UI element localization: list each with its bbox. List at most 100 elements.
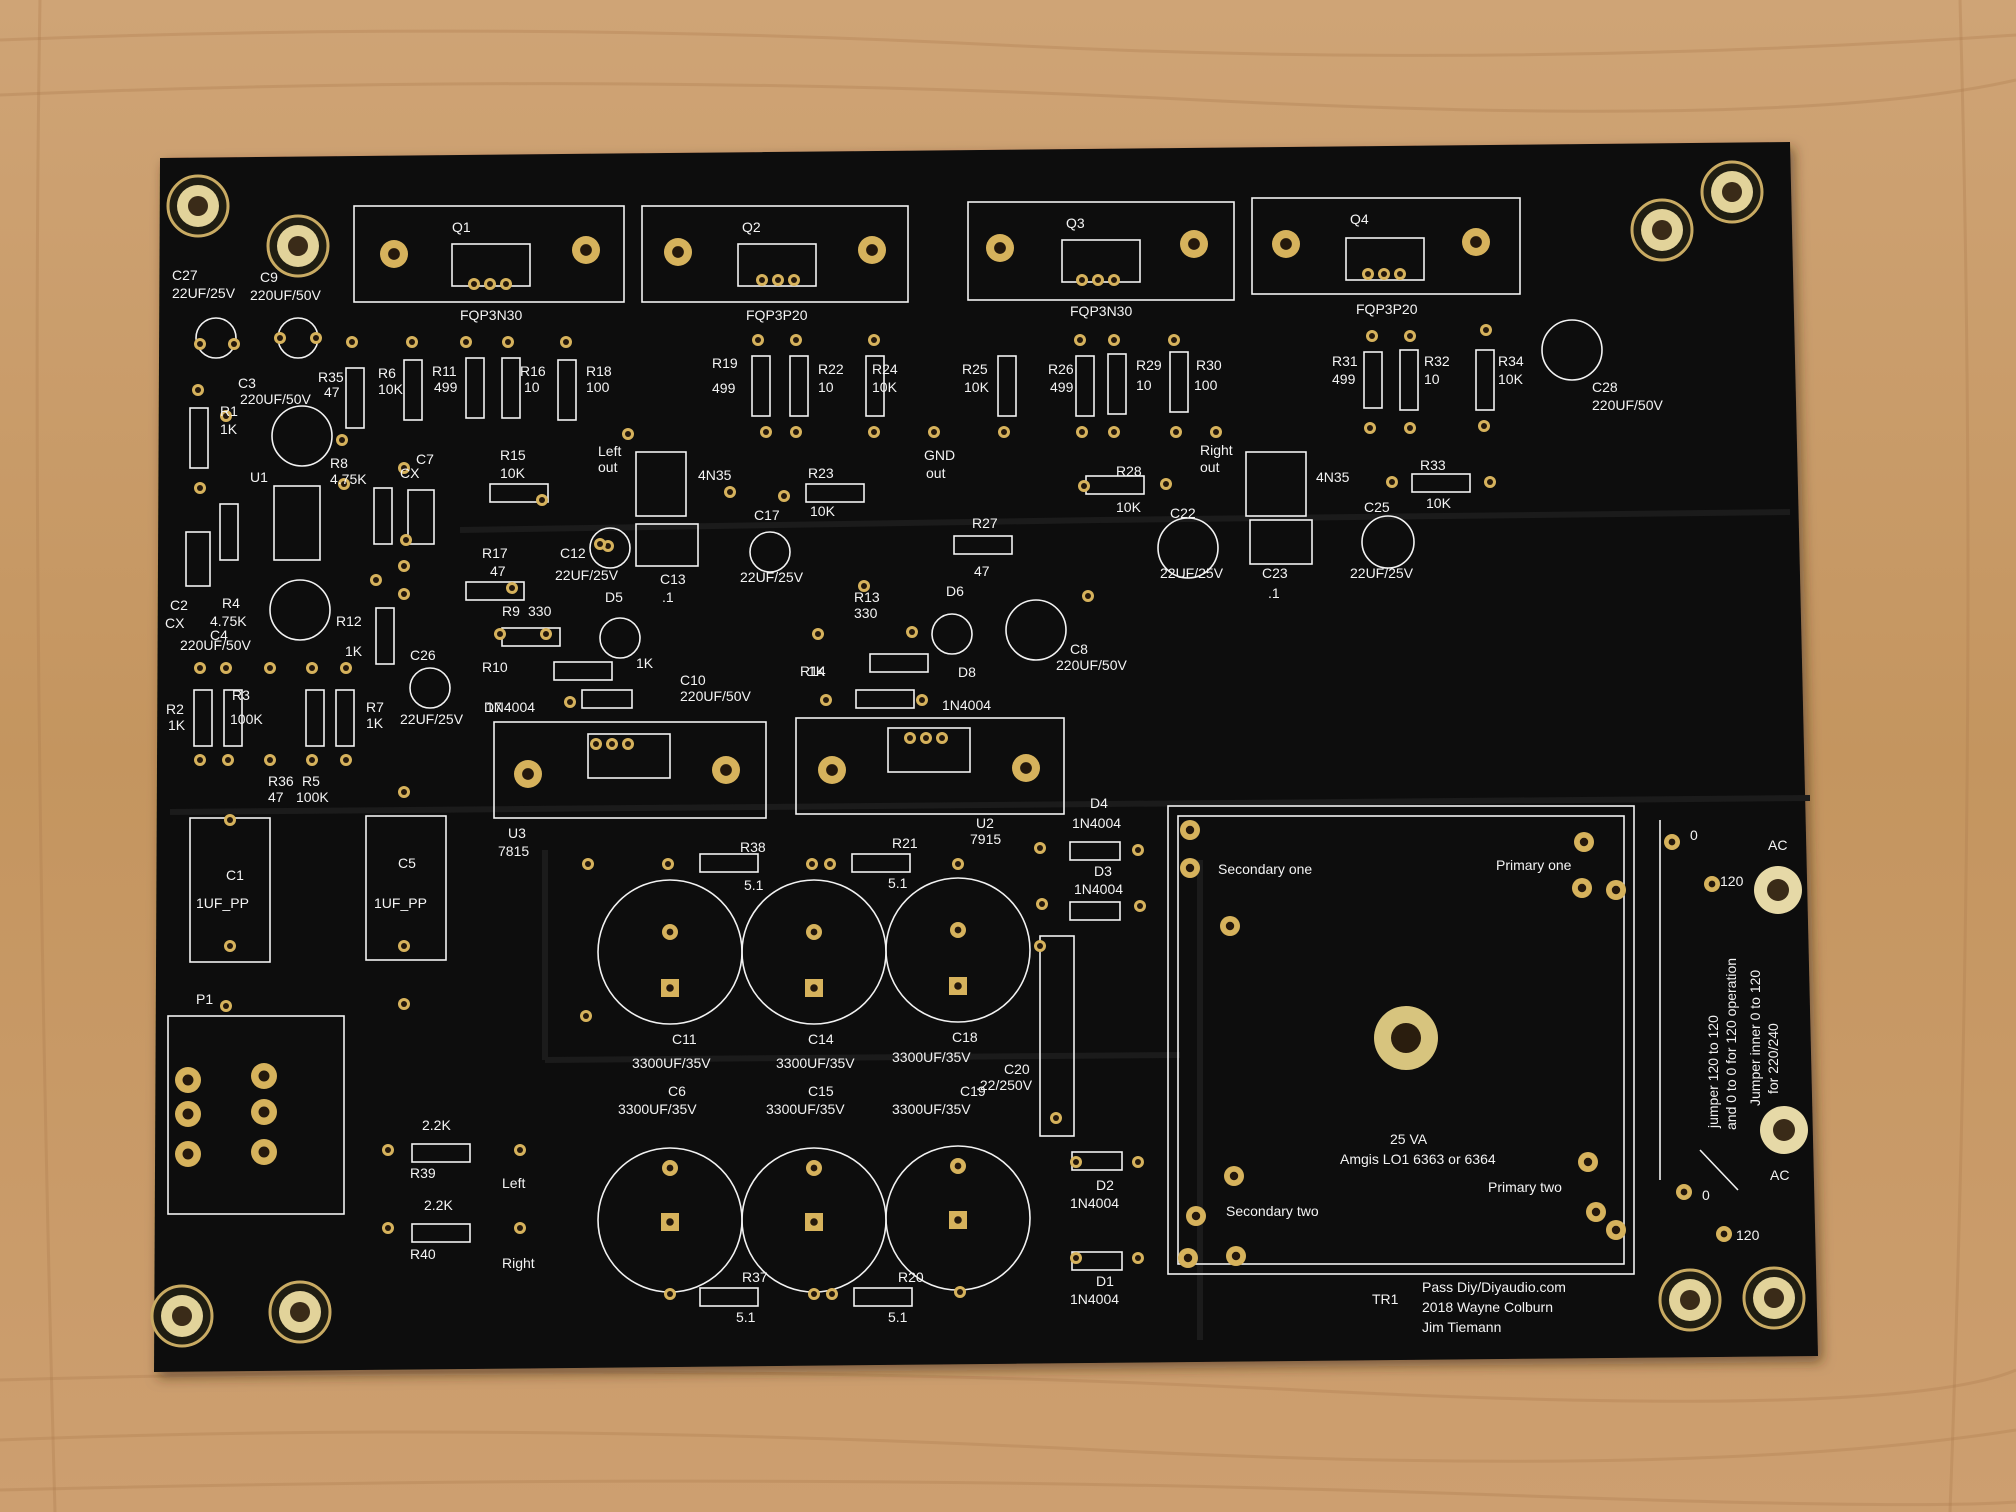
- pad-drill: [672, 246, 684, 258]
- pad-drill: [463, 339, 469, 345]
- pad-drill: [755, 337, 761, 343]
- part-label: 1N4004: [1070, 1291, 1119, 1307]
- part-label: U1: [250, 469, 268, 485]
- pad-drill: [763, 429, 769, 435]
- pad-drill: [1173, 429, 1179, 435]
- jumper-note: for 220/240: [1765, 1023, 1781, 1094]
- part-label: 22UF/25V: [1350, 565, 1414, 581]
- pad-drill: [861, 583, 867, 589]
- pad-drill: [563, 339, 569, 345]
- part-label: 220UF/50V: [250, 287, 321, 303]
- resistor-outline: [789, 355, 809, 417]
- electrolytic-cap-outline: [749, 531, 791, 573]
- mosfet-outline: [967, 201, 1235, 301]
- part-label: R28: [1116, 463, 1142, 479]
- pad-drill: [826, 764, 838, 776]
- pad-drill: [793, 429, 799, 435]
- part-label: 220UF/50V: [240, 391, 311, 407]
- resistor-outline: [1069, 901, 1121, 921]
- cap-outline: [1249, 519, 1313, 565]
- part-label: 10K: [500, 465, 526, 481]
- part-label: 1N4004: [1072, 815, 1121, 831]
- pad-drill: [909, 629, 915, 635]
- pad-drill: [225, 757, 231, 763]
- part-label: R39: [410, 1165, 436, 1181]
- silkscreen: [167, 197, 1739, 1307]
- pad-drill: [1367, 425, 1373, 431]
- pad-drill: [522, 768, 534, 780]
- pad-drill: [343, 665, 349, 671]
- pad-drill: [1583, 1157, 1593, 1167]
- part-label: D4: [1090, 795, 1108, 811]
- silkscreen-labels: C2722UF/25VC9220UF/50VC3220UF/50VR11KR35…: [165, 211, 1789, 1335]
- part-label: R35: [318, 369, 344, 385]
- part-label: R19: [712, 355, 738, 371]
- part-label: C7: [416, 451, 434, 467]
- ac-label: AC: [1768, 837, 1787, 853]
- pad-drill: [1191, 1211, 1201, 1221]
- pad-drill: [223, 1003, 229, 1009]
- credit-line: Pass Diy/Diyaudio.com: [1422, 1279, 1566, 1295]
- pad-drill: [227, 817, 233, 823]
- part-label: C9: [260, 269, 278, 285]
- pad-drill: [1389, 479, 1395, 485]
- part-label: C20: [1004, 1061, 1030, 1077]
- pad-drill: [810, 1164, 818, 1172]
- copper-traces: [169, 509, 1811, 1340]
- mosfet-outline: [1251, 197, 1521, 295]
- part-label: R6: [378, 365, 396, 381]
- pad-drill: [1039, 901, 1045, 907]
- resistor-outline: [1075, 355, 1095, 417]
- ac-tap-label: 120: [1720, 873, 1744, 889]
- part-label: R37: [742, 1269, 768, 1285]
- part-label: D2: [1096, 1177, 1114, 1193]
- part-label: 10K: [1498, 371, 1524, 387]
- part-label: R22: [818, 361, 844, 377]
- part-label: 10K: [964, 379, 990, 395]
- right-input-label: Right: [502, 1255, 535, 1271]
- mounting-bore: [1764, 1288, 1784, 1308]
- part-label: C8: [1070, 641, 1088, 657]
- pad-drill: [1135, 847, 1141, 853]
- pad-drill: [1073, 1159, 1079, 1165]
- part-label: 330: [854, 605, 878, 621]
- resistor-outline: [855, 689, 915, 709]
- part-label: C18: [952, 1029, 978, 1045]
- pad-drill: [1397, 271, 1403, 277]
- pad-drill: [539, 497, 545, 503]
- pad-drill: [258, 1146, 270, 1158]
- part-label: D6: [946, 583, 964, 599]
- right-out-label: Right: [1200, 442, 1233, 458]
- part-label: 47: [974, 563, 990, 579]
- pad-drill: [197, 485, 203, 491]
- pad-drill: [583, 1013, 589, 1019]
- part-label: R27: [972, 515, 998, 531]
- jumper-note: jumper 120 to 120: [1705, 1015, 1721, 1129]
- pad-drill: [1483, 327, 1489, 333]
- pad-drill: [1579, 837, 1589, 847]
- part-label: R17: [482, 545, 508, 561]
- pad-drill: [1407, 333, 1413, 339]
- part-label: 10K: [1116, 499, 1142, 515]
- part-label: R10: [482, 659, 508, 675]
- pad-drill: [401, 591, 407, 597]
- part-label: R30: [1196, 357, 1222, 373]
- pad-drill: [1037, 943, 1043, 949]
- pad-drill: [1369, 333, 1375, 339]
- pad-drill: [349, 339, 355, 345]
- pad-drill: [1111, 277, 1117, 283]
- resistor-outline: [373, 487, 393, 545]
- part-label: R16: [520, 363, 546, 379]
- pad-drill: [810, 1218, 818, 1226]
- pad-drill: [182, 1074, 194, 1086]
- jumper-line: [1699, 1149, 1739, 1191]
- part-label: R5: [302, 773, 320, 789]
- pad-drill: [1231, 1251, 1241, 1261]
- pad-drill: [1077, 337, 1083, 343]
- mosfet-ref: Q1: [452, 219, 471, 235]
- regulator-ref: U3: [508, 825, 526, 841]
- pad-drill: [759, 277, 765, 283]
- mounting-holes: [150, 160, 1806, 1348]
- pad-drill: [871, 429, 877, 435]
- pad-drill: [258, 1106, 270, 1118]
